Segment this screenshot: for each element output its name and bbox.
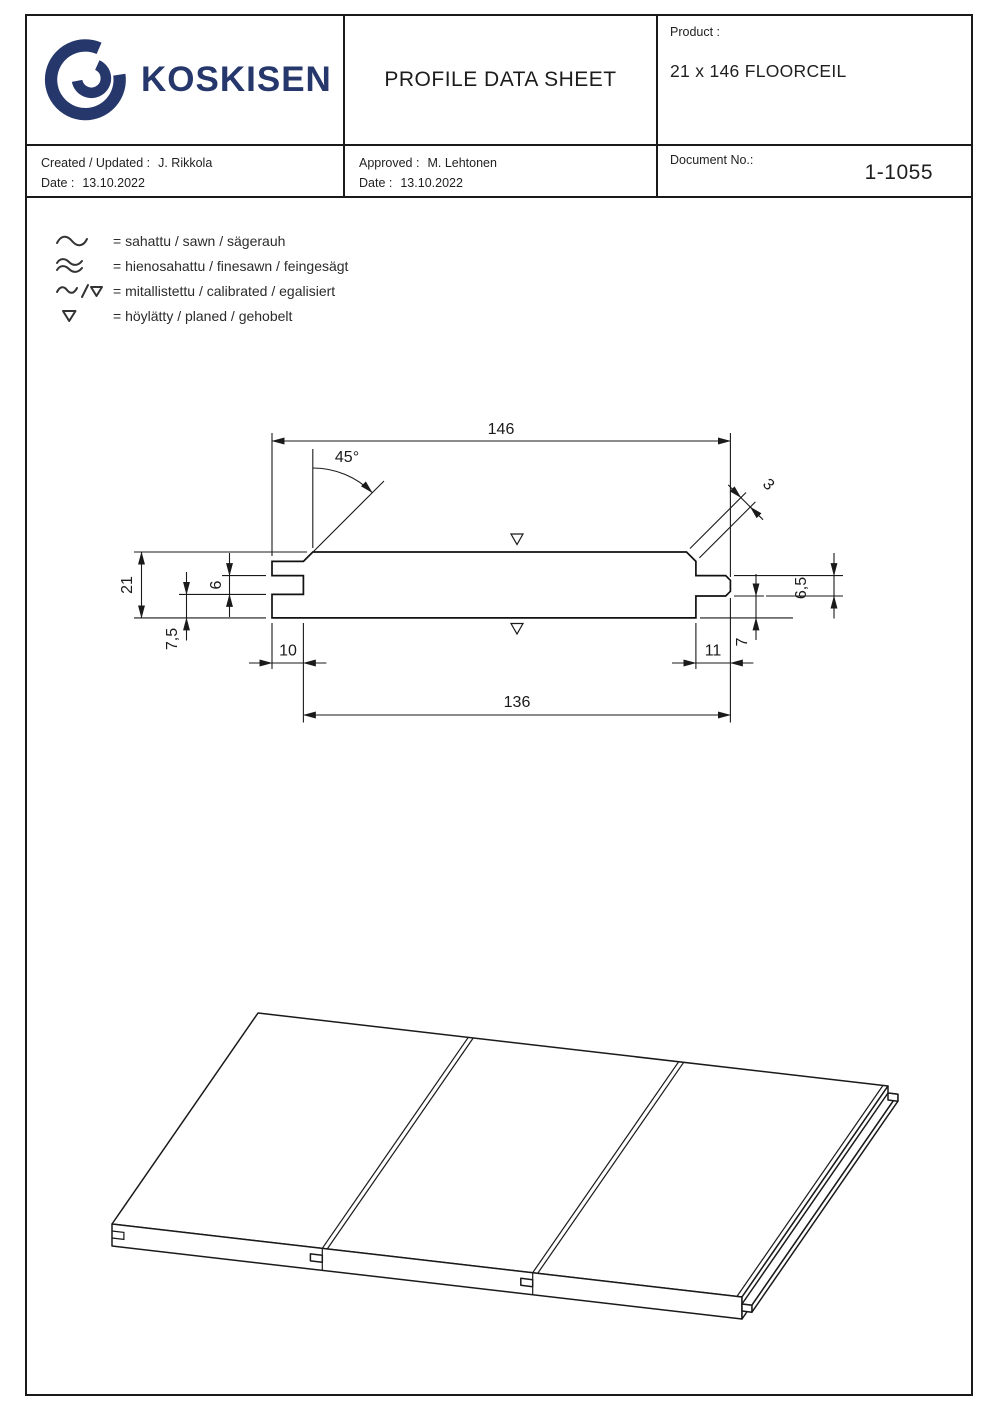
product-cell: Product : 21 x 146 FLOORCEIL [658,16,971,144]
created-date: 13.10.2022 [82,176,145,190]
dim-tongue-bottom-offset-value: 7 [734,637,751,646]
title-block-row-1: KOSKISEN PROFILE DATA SHEET Product : 21… [27,16,971,146]
left-groove-notch [111,1230,125,1241]
legend-item-planed: = höylätty / planed / gehobelt [55,303,348,328]
dimension-overall-width: 146 [271,421,731,577]
calibrated-wave-triangle-icon [55,282,113,300]
joint-line-2 [532,1061,680,1274]
dimension-chamfer-angle: 45° [304,449,385,561]
dim-tongue-height-value: 6,5 [793,577,810,599]
planed-triangle-icon [55,308,113,323]
legend-item-label: = höylätty / planed / gehobelt [113,307,293,324]
title-block-row-2: Created / Updated : J. Rikkola Date : 13.1… [27,146,971,198]
approved-date: 13.10.2022 [400,176,463,190]
sheet-frame: KOSKISEN PROFILE DATA SHEET Product : 21… [25,14,973,1396]
product-value: 21 x 146 FLOORCEIL [670,61,847,81]
front-face-joint-2 [520,1272,534,1295]
dimension-tongue-bottom-offset: 7 [700,574,793,646]
dimension-groove-bottom-offset: 7,5 [164,572,266,650]
drawing-area: 146 45° [27,198,971,1394]
approved-label: Approved : [359,156,420,170]
front-face-joint-1 [309,1248,324,1271]
created-date-line: Date : 13.10.2022 [41,173,343,193]
koskisen-logo-icon [44,39,126,121]
legend-item-calibrated: = mitallistettu / calibrated / egalisier… [55,278,348,303]
dim-groove-height-value: 6 [208,580,225,589]
logo-cell: KOSKISEN [27,16,345,144]
technical-drawing: 146 45° [111,421,899,1320]
dim-overall-width-value: 146 [488,421,515,438]
cross-section-drawing: 146 45° [119,421,843,723]
dimension-tongue-height: 6,5 [734,553,843,619]
dimension-groove-height: 6 [208,553,266,617]
tongue-end-cap-near [741,1303,753,1313]
approved-date-label: Date : [359,176,393,190]
tongue-end-cap-far [887,1092,899,1102]
planed-surface-mark-bottom [509,622,525,636]
approved-cell: Approved : M. Lehtonen Date : 13.10.2022 [345,146,658,196]
legend-item-label: = hienosahattu / finesawn / feingesägt [113,257,349,274]
dim-chamfer-width-value: 3 [759,476,777,494]
document-no-value: 1-1055 [864,160,933,184]
approved-line: Approved : M. Lehtonen [359,153,656,173]
joint-1-tongue-groove-seam [309,1253,324,1264]
approved-name: M. Lehtonen [427,156,497,170]
document-no-label: Document No.: [670,153,754,167]
dim-groove-bottom-offset-value: 7,5 [164,628,181,650]
approved-date-line: Date : 13.10.2022 [359,173,656,193]
planed-surface-mark-top [509,533,525,546]
legend-item-label: = mitallistettu / calibrated / egalisier… [113,282,336,299]
title-cell: PROFILE DATA SHEET [345,16,658,144]
dim-chamfer-angle-value: 45° [335,449,359,466]
finesawn-double-wave-icon [55,257,113,275]
document-no-cell: Document No.: 1-1055 [658,146,971,196]
joint-line-1 [321,1036,469,1249]
dim-thickness-value: 21 [119,576,136,594]
created-label: Created / Updated : [41,156,151,170]
brand-wordmark: KOSKISEN [141,60,332,99]
created-date-label: Date : [41,176,75,190]
legend-item-label: = sahattu / sawn / sägerauh [113,232,286,249]
edge-chamfer-line [736,1085,884,1297]
dim-tongue-length-value: 11 [705,643,722,660]
dimension-chamfer-width: 3 [689,476,777,559]
sawn-wave-icon [55,233,113,249]
product-label: Product : [670,25,721,39]
dim-cover-width-value: 136 [504,694,531,711]
dimension-groove-depth: 10 [249,623,327,669]
dim-groove-depth-value: 10 [279,643,297,660]
isometric-view [111,1012,899,1320]
dimension-tongue-length: 11 [672,623,754,669]
legend-item-sawn: = sahattu / sawn / sägerauh [55,228,348,253]
surface-finish-legend: = sahattu / sawn / sägerauh = hienosahat… [55,228,348,328]
created-cell: Created / Updated : J. Rikkola Date : 13.1… [27,146,345,196]
dimension-thickness: 21 [119,551,307,619]
created-line: Created / Updated : J. Rikkola [41,153,343,173]
joint-2-tongue-groove-seam [520,1277,534,1288]
legend-item-finesawn: = hienosahattu / finesawn / feingesägt [55,253,348,278]
page-title: PROFILE DATA SHEET [384,68,617,91]
created-name: J. Rikkola [158,156,213,170]
profile-outline [271,551,732,619]
